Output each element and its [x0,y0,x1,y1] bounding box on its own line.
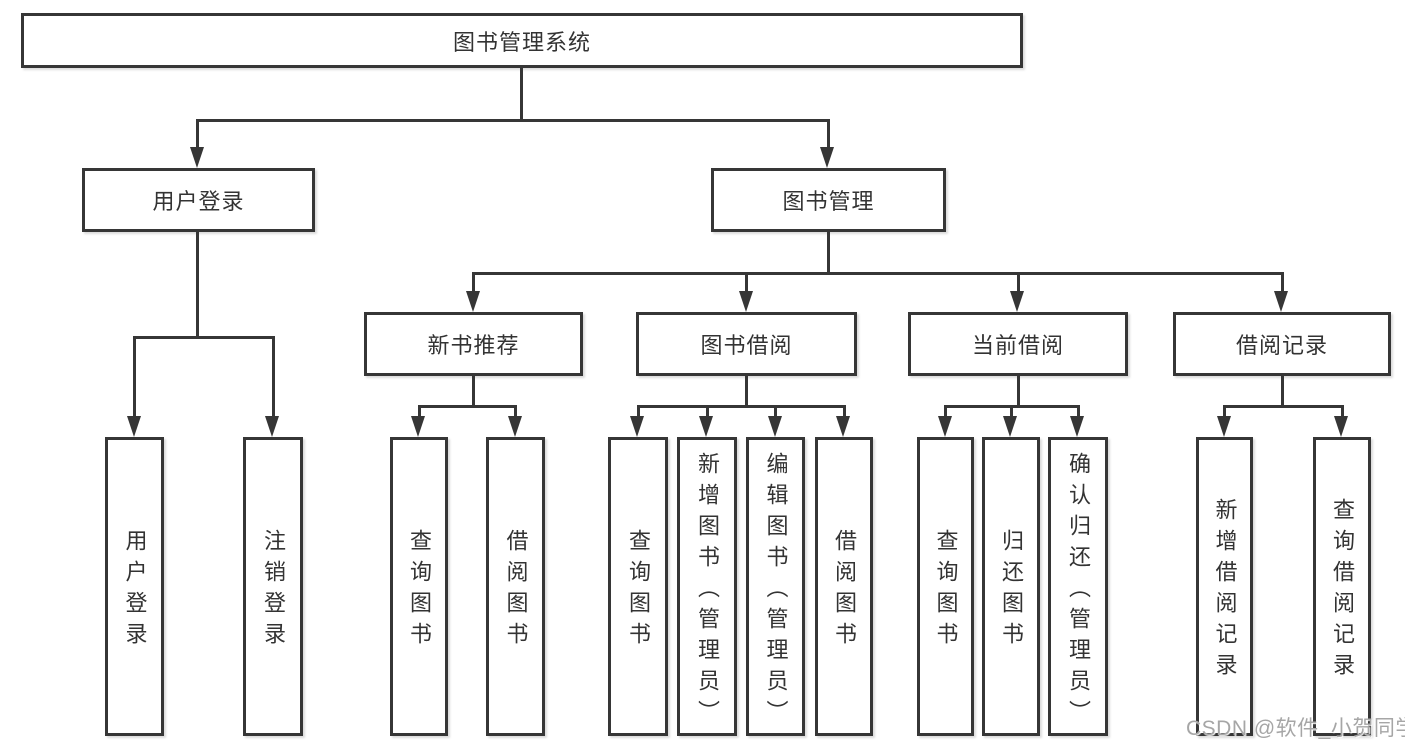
leaf-user-login-label: 用户登录 [122,529,148,653]
leaf-return-books-label: 归还图书 [999,529,1024,653]
connector-hline [472,272,1283,275]
leaf-return-books: 归还图书 [982,437,1040,736]
leaf-add-borrow-record-label: 新增借阅记录 [1212,498,1238,684]
connector-vline [133,336,136,419]
arrow-down-icon [411,416,425,437]
arrow-down-icon [1274,291,1288,312]
leaf-edit-books-admin-label: 编辑图书（管理员） [763,451,789,731]
leaf-current-query-books-label: 查询图书 [933,529,959,653]
connector-vline [1281,272,1284,294]
leaf-query-borrow-record: 查询借阅记录 [1313,437,1371,736]
node-borrow-records-label: 借阅记录 [1235,333,1328,358]
leaf-borrow-books: 借阅图书 [815,437,873,736]
arrow-down-icon [836,416,850,437]
connector-vline [706,405,709,419]
arrow-down-icon [1217,416,1231,437]
connector-hline [418,405,517,408]
connector-vline [827,119,830,150]
connector-vline [472,272,475,294]
node-current-borrow-label: 当前借阅 [971,333,1064,358]
arrow-down-icon [820,147,834,168]
connector-vline [774,405,777,419]
node-user-login: 用户登录 [82,168,315,232]
node-new-book-recommend-label: 新书推荐 [427,333,520,358]
connector-vline [843,405,846,419]
connector-vline [1281,376,1284,408]
arrow-down-icon [1010,291,1024,312]
connector-vline [1010,405,1013,419]
arrow-down-icon [508,416,522,437]
connector-vline [520,68,523,121]
arrow-down-icon [1003,416,1017,437]
leaf-recommend-query-books: 查询图书 [390,437,448,736]
node-user-login-label: 用户登录 [152,189,245,214]
node-book-borrow: 图书借阅 [636,312,857,376]
connector-vline [827,232,830,275]
connector-vline [1341,405,1344,419]
node-borrow-records: 借阅记录 [1173,312,1391,376]
connector-vline [637,405,640,419]
node-book-management-label: 图书管理 [782,189,875,214]
node-book-borrow-label: 图书借阅 [700,333,793,358]
leaf-user-login: 用户登录 [105,437,164,736]
leaf-confirm-return-admin-label: 确认归还（管理员） [1066,451,1091,731]
connector-vline [1017,376,1020,408]
leaf-edit-books-admin: 编辑图书（管理员） [746,437,805,736]
leaf-borrow-books-label: 借阅图书 [832,529,857,653]
connector-hline [637,405,845,408]
arrow-down-icon [630,416,644,437]
arrow-down-icon [466,291,480,312]
leaf-recommend-query-books-label: 查询图书 [407,529,432,653]
watermark: CSDN @软件_小贺同学 [1186,717,1405,740]
node-root-label: 图书管理系统 [452,29,591,55]
leaf-add-borrow-record: 新增借阅记录 [1196,437,1253,736]
leaf-logout-label: 注销登录 [261,529,286,653]
leaf-query-borrow-record-label: 查询借阅记录 [1330,498,1355,684]
node-book-management: 图书管理 [711,168,946,232]
connector-vline [745,376,748,408]
leaf-logout: 注销登录 [243,437,303,736]
arrow-down-icon [1334,416,1348,437]
connector-vline [514,405,517,419]
node-root: 图书管理系统 [21,13,1023,68]
leaf-add-books-admin-label: 新增图书（管理员） [695,451,720,731]
arrow-down-icon [768,416,782,437]
node-new-book-recommend: 新书推荐 [364,312,583,376]
connector-vline [272,336,275,419]
connector-vline [472,376,475,408]
connector-vline [196,232,199,338]
leaf-recommend-borrow-books: 借阅图书 [486,437,545,736]
leaf-borrow-query-books: 查询图书 [608,437,668,736]
arrow-down-icon [190,147,204,168]
arrow-down-icon [699,416,713,437]
connector-vline [1077,405,1080,419]
leaf-confirm-return-admin: 确认归还（管理员） [1048,437,1108,736]
connector-vline [196,119,199,150]
node-current-borrow: 当前借阅 [908,312,1128,376]
connector-hline [1223,405,1344,408]
connector-vline [418,405,421,419]
connector-vline [944,405,947,419]
leaf-borrow-query-books-label: 查询图书 [626,529,651,653]
connector-hline [133,336,275,339]
arrow-down-icon [739,291,753,312]
connector-vline [1223,405,1226,419]
connector-vline [745,272,748,294]
arrow-down-icon [265,416,279,437]
leaf-recommend-borrow-books-label: 借阅图书 [503,529,529,653]
arrow-down-icon [938,416,952,437]
arrow-down-icon [127,416,141,437]
leaf-add-books-admin: 新增图书（管理员） [677,437,737,736]
connector-vline [1017,272,1020,294]
connector-hline [196,119,830,122]
leaf-current-query-books: 查询图书 [917,437,974,736]
arrow-down-icon [1070,416,1084,437]
